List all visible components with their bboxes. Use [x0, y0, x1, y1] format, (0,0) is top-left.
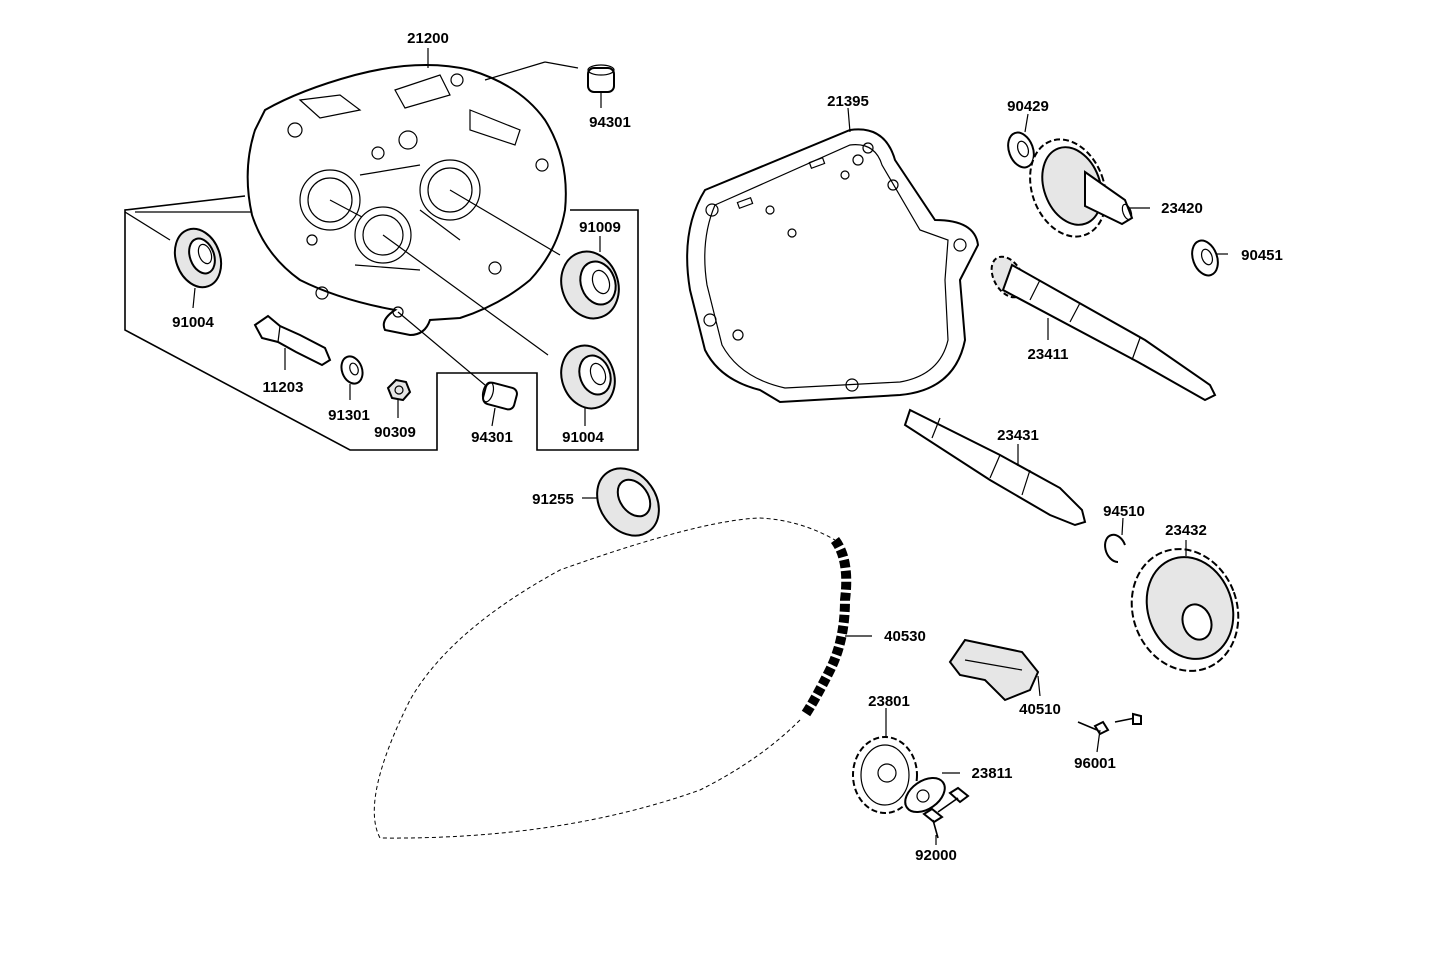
label-23420: 23420 [1161, 200, 1203, 217]
leader-lines [192, 48, 1228, 845]
bolt-11203 [253, 314, 332, 367]
nut-90309 [386, 378, 412, 402]
collar-94301-bottom [481, 381, 518, 411]
gear-23420 [1029, 138, 1134, 238]
label-91301: 91301 [328, 407, 370, 424]
label-23411: 23411 [1028, 346, 1069, 363]
bearing-91004-left [173, 227, 223, 289]
label-91004-left: 91004 [172, 314, 214, 331]
label-91009: 91009 [579, 219, 621, 236]
label-91255: 91255 [532, 491, 574, 508]
shaft-23411 [990, 255, 1217, 402]
sprocket-23801 [852, 736, 918, 814]
label-40530: 40530 [884, 628, 926, 645]
label-23801: 23801 [868, 693, 910, 710]
label-23431: 23431 [997, 427, 1039, 444]
transmission-case-cover [246, 64, 567, 337]
circlip-94510 [1104, 533, 1126, 564]
washer-90429 [1007, 131, 1035, 169]
chain-guide-40510 [948, 638, 1040, 702]
collar-94301-top [587, 64, 615, 93]
label-40510: 40510 [1019, 701, 1061, 718]
chain-40530 [373, 517, 852, 839]
plate-23811 [904, 776, 946, 814]
label-90309: 90309 [374, 424, 416, 441]
label-11203: 11203 [263, 379, 304, 396]
label-23432: 23432 [1165, 522, 1207, 539]
bearing-91009 [560, 250, 620, 320]
part-labels: 21200 94301 91009 91004 11203 91301 9030… [172, 30, 1283, 864]
label-91004-right: 91004 [562, 429, 604, 446]
bearing-91004-right [560, 344, 616, 410]
washer-91301 [340, 355, 364, 385]
gear-23432 [1130, 548, 1240, 672]
label-21395: 21395 [827, 93, 869, 110]
label-21200: 21200 [407, 30, 449, 47]
bolts-96001 [1077, 712, 1142, 736]
washer-90451 [1191, 239, 1219, 277]
label-92000: 92000 [915, 847, 957, 864]
bolts-92000 [922, 786, 970, 839]
label-90451: 90451 [1241, 247, 1283, 264]
label-23811: 23811 [972, 765, 1013, 782]
label-94301-bottom: 94301 [471, 429, 513, 446]
label-94301-top: 94301 [589, 114, 631, 131]
shaft-23431 [903, 408, 1087, 527]
label-94510: 94510 [1103, 503, 1145, 520]
label-96001: 96001 [1074, 755, 1116, 772]
oil-seal-91255 [596, 467, 660, 537]
label-90429: 90429 [1007, 98, 1049, 115]
gasket-21395 [686, 128, 980, 404]
